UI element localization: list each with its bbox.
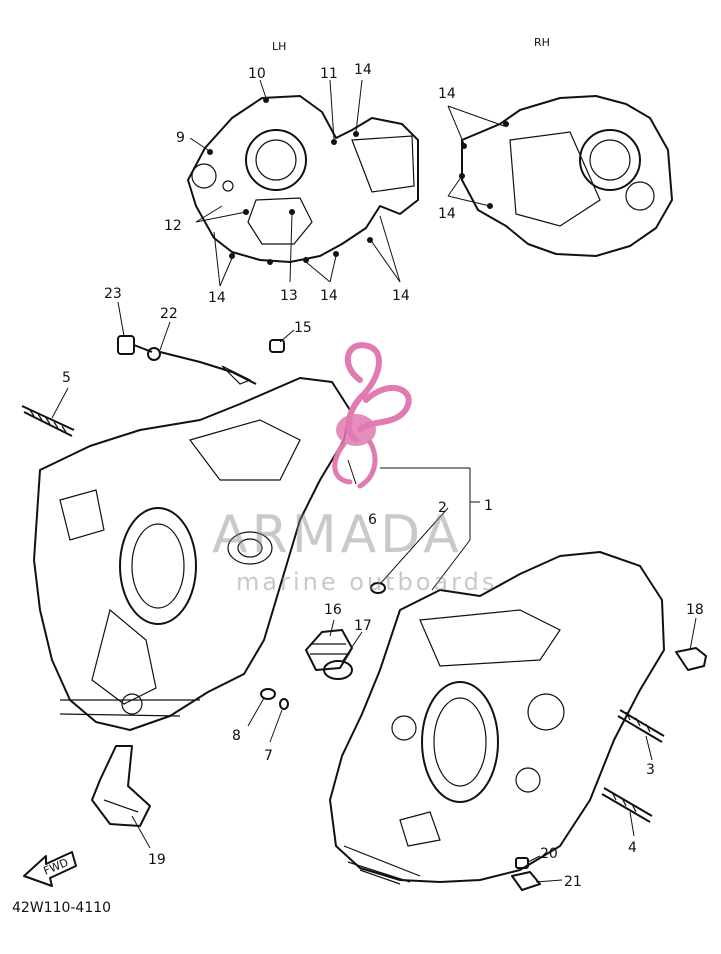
pipe-22 (147, 347, 257, 385)
callout-23: 23 (104, 286, 122, 302)
pin-8 (260, 688, 276, 700)
stud-5 (21, 405, 75, 437)
crankcase-right-half (329, 551, 665, 885)
callout-3: 3 (646, 762, 655, 778)
callout-22: 22 (160, 306, 178, 322)
callout-6: 6 (368, 512, 377, 528)
guide-19 (91, 745, 151, 827)
cap-18 (675, 647, 707, 671)
o-ring-7 (279, 698, 289, 710)
washer-21 (511, 871, 541, 891)
watermark-brand: ARMADA (212, 505, 463, 565)
plug-15 (269, 339, 285, 353)
plug-20 (515, 857, 529, 869)
rh-gasket (459, 95, 673, 257)
bolt-23 (117, 335, 153, 355)
callout-14-top: 14 (354, 62, 372, 78)
callout-12: 12 (164, 218, 182, 234)
callout-13: 13 (280, 288, 298, 304)
lh-gasket (187, 95, 419, 265)
callout-16: 16 (324, 602, 342, 618)
callout-18: 18 (686, 602, 704, 618)
lh-label: LH (272, 40, 286, 53)
cap-16 (305, 629, 353, 671)
callout-8: 8 (232, 728, 241, 744)
callout-17: 17 (354, 618, 372, 634)
fwd-arrow-icon: FWD (23, 851, 77, 887)
armada-logo (332, 342, 412, 489)
crankcase-left-half (33, 377, 351, 731)
callout-9: 9 (176, 130, 185, 146)
callout-15: 15 (294, 320, 312, 336)
callout-numbers: 1 2 3 4 5 6 7 8 9 10 11 12 13 14 14 14 1… (62, 62, 704, 890)
callout-10: 10 (248, 66, 266, 82)
callout-14-bottom-right: 14 (392, 288, 410, 304)
callout-1: 1 (484, 498, 493, 514)
callout-14-rh-bottom: 14 (438, 206, 456, 222)
bushing-2 (370, 582, 386, 594)
callout-14-bottom-left: 14 (208, 290, 226, 306)
callout-19: 19 (148, 852, 166, 868)
rh-label: RH (534, 36, 550, 49)
o-ring-17 (323, 660, 353, 680)
callout-14-rh-top: 14 (438, 86, 456, 102)
callout-4: 4 (628, 840, 637, 856)
leader-lines (51, 79, 697, 883)
stud-4 (601, 787, 653, 823)
callout-21: 21 (564, 874, 582, 890)
stud-3 (617, 709, 665, 743)
callout-11: 11 (320, 66, 338, 82)
callout-14-bottom-mid: 14 (320, 288, 338, 304)
callout-7: 7 (264, 748, 273, 764)
callout-5: 5 (62, 370, 71, 386)
diagram-code: 42W110-4110 (12, 900, 111, 916)
callout-20: 20 (540, 846, 558, 862)
watermark-tagline: marine outboards (236, 568, 497, 596)
callout-2: 2 (438, 500, 447, 516)
